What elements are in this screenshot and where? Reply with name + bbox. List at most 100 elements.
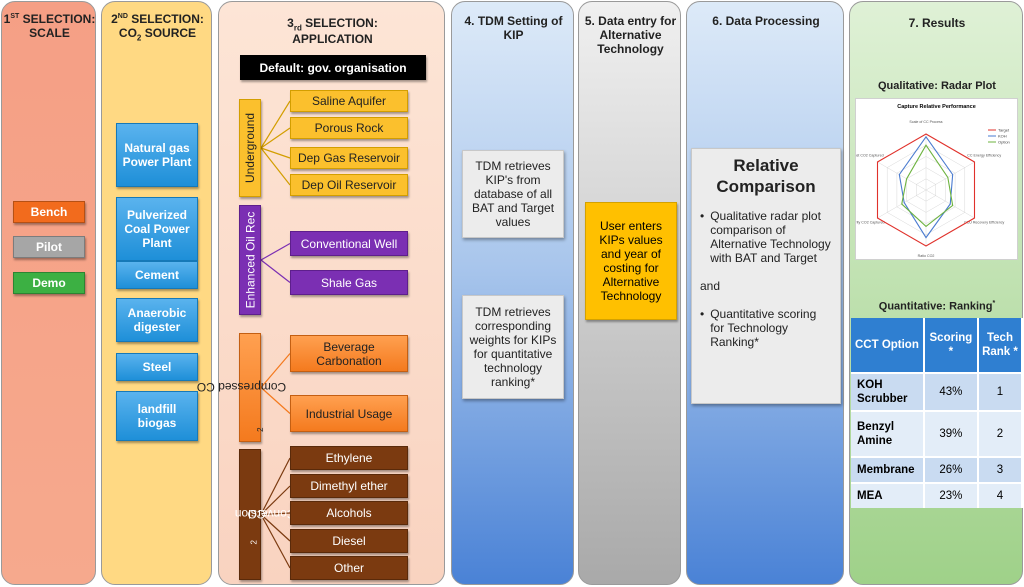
application-item-2-1[interactable]: Industrial Usage <box>290 395 408 432</box>
co2-source-item-1[interactable]: Pulverized Coal Power Plant <box>116 197 198 261</box>
scale-title-sup: ST <box>10 13 20 20</box>
table-cell-score: 26% <box>923 456 979 483</box>
connector-1-0 <box>260 242 291 261</box>
column-data-processing: 6. Data Processing Relative Comparison •… <box>686 1 844 585</box>
connector-0-3 <box>260 147 291 186</box>
default-organisation-banner: Default: gov. organisation <box>240 55 426 80</box>
application-item-3-3[interactable]: Diesel <box>290 529 408 553</box>
scale-title-line2: SCALE <box>29 26 70 40</box>
co2-source-item-2[interactable]: Cement <box>116 261 198 289</box>
bullet2-text: Quantitative scoring for Technology Rank… <box>710 307 817 349</box>
radar-spoke-5 <box>877 161 927 191</box>
ranking-star: * <box>992 300 996 307</box>
application-group-label-1: Enhanced Oil Rec <box>243 211 258 309</box>
table-cell-score: 23% <box>923 482 979 508</box>
scale-option-0[interactable]: Bench <box>13 201 85 223</box>
application-item-1-0[interactable]: Conventional Well <box>290 231 408 256</box>
table-cell-option: Membrane <box>851 456 925 483</box>
co2-title-num: 2 <box>111 12 118 26</box>
tdm-box1-text: TDM retrieves KIP's from database of all… <box>471 159 555 229</box>
tdm-box2-text: TDM retrieves corresponding weights for … <box>469 305 557 389</box>
co2-title-sub: 2 <box>136 33 142 43</box>
application-group-0[interactable]: Underground <box>239 99 261 197</box>
bullet1-text: Qualitative radar plot comparison of Alt… <box>710 209 831 265</box>
scale-option-2[interactable]: Demo <box>13 272 85 294</box>
app-title-line2: APPLICATION <box>292 32 373 47</box>
processing-bullet-1: • Qualitative radar plot comparison of Al… <box>700 209 832 265</box>
legend-label-2: Option <box>998 139 1010 144</box>
co2-title-text: SELECTION: <box>127 12 204 26</box>
table-cell-option: KOH Scrubber <box>851 372 925 411</box>
processing-bullet-2: • Quantitative scoring for Technology Ran… <box>700 307 832 349</box>
connector-0-0 <box>260 100 291 149</box>
app-title-num: 3 <box>287 16 294 30</box>
bullet-dot: • <box>700 209 705 223</box>
application-title: 3rd SELECTION: APPLICATION <box>219 16 446 46</box>
app-title-sub: rd <box>293 23 302 33</box>
application-group-1[interactable]: Enhanced Oil Rec <box>239 205 261 315</box>
co2-source-title: 2ND SELECTION: CO2 SOURCE <box>102 12 213 42</box>
tdm-retrieve-weights-box: TDM retrieves corresponding weights for … <box>462 295 564 399</box>
user-entry-box: User enters KIPs values and year of cost… <box>585 202 677 320</box>
legend-label-1: KOH <box>998 133 1007 138</box>
application-item-0-3[interactable]: Dep Oil Reservoir <box>290 174 408 196</box>
radar-title: Capture Relative Performance <box>897 104 976 110</box>
app-title-text: SELECTION: <box>301 16 378 30</box>
processing-and: and <box>700 279 721 293</box>
group-label-pre: Compressed CO <box>197 380 287 395</box>
column-application: 3rd SELECTION: APPLICATION Default: gov.… <box>197 1 446 585</box>
co2-source-item-0[interactable]: Natural gas Power Plant <box>116 123 198 187</box>
radar-series-koh <box>898 135 954 239</box>
connector-2-1 <box>260 387 291 414</box>
connector-1-1 <box>260 259 291 283</box>
application-item-0-1[interactable]: Porous Rock <box>290 117 408 139</box>
table-header-cell: Tech Rank * <box>977 318 1024 373</box>
column-co2-source: 2ND SELECTION: CO2 SOURCE Natural gas Po… <box>101 1 212 585</box>
scale-option-1[interactable]: Pilot <box>13 236 85 258</box>
application-item-0-2[interactable]: Dep Gas Reservoir <box>290 147 408 169</box>
co2-source-item-3[interactable]: Anaerobic digester <box>116 298 198 342</box>
application-item-2-0[interactable]: Beverage Carbonation <box>290 335 408 372</box>
relative-comparison-box: Relative Comparison • Qualitative radar p… <box>691 148 841 404</box>
radar-chart-panel: Capture Relative Performance Scale of CC… <box>855 98 1018 260</box>
radar-axis-label-3: Ratio CO2 <box>918 254 935 258</box>
application-group-label-0: Underground <box>243 112 257 184</box>
relative-comparison-heading: Relative Comparison <box>716 156 816 196</box>
table-cell-option: Benzyl Amine <box>851 410 925 457</box>
application-item-0-0[interactable]: Saline Aquifer <box>290 90 408 112</box>
table-cell-score: 43% <box>923 372 979 411</box>
bullet-dot: • <box>700 307 705 321</box>
column-data-entry: 5. Data entry for Alternative Technology… <box>578 1 681 585</box>
co2-title-line2-post: SOURCE <box>141 26 197 40</box>
radar-axis-label-1: CC Energy Efficiency <box>967 153 1001 157</box>
tdm-retrieve-kip-box: TDM retrieves KIP's from database of all… <box>462 150 564 238</box>
application-item-3-4[interactable]: Other <box>290 556 408 580</box>
default-label: Default: gov. organisation <box>259 60 407 75</box>
table-cell-rank: 4 <box>977 482 1024 508</box>
application-item-3-1[interactable]: Dimethyl ether <box>290 474 408 498</box>
application-item-3-2[interactable]: Alcohols <box>290 501 408 525</box>
radar-axis-label-0: Scale of CC Process <box>909 120 942 124</box>
connector-2-0 <box>260 353 291 388</box>
co2-source-item-5[interactable]: landfill biogas <box>116 391 198 441</box>
application-item-3-0[interactable]: Ethylene <box>290 446 408 470</box>
radar-heading: Qualitative: Radar Plot <box>878 80 996 92</box>
column-tdm-setting: 4. TDM Setting of KIP TDM retrieves KIP'… <box>451 1 574 585</box>
application-item-1-1[interactable]: Shale Gas <box>290 270 408 295</box>
co2-source-item-4[interactable]: Steel <box>116 353 198 381</box>
table-header-cell: CCT Option <box>851 318 925 373</box>
results-title: 7. Results <box>908 16 966 30</box>
table-cell-rank: 3 <box>977 456 1024 483</box>
radar-spoke-1 <box>925 161 975 191</box>
processing-title: 6. Data Processing <box>712 14 820 28</box>
